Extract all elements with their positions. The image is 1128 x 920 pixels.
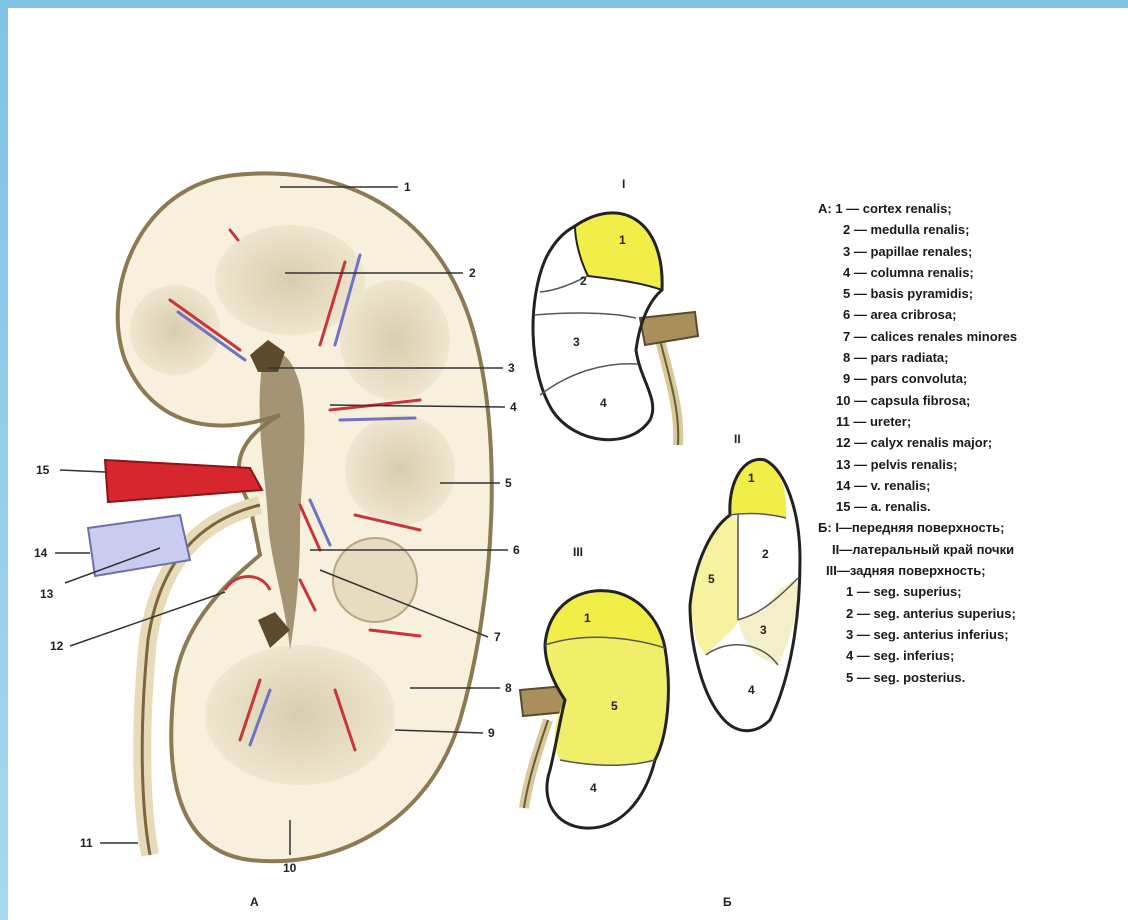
kidney-view-3: III 1 5 4	[520, 545, 668, 828]
legend-a-item: 3 — papillae renales;	[818, 241, 1128, 262]
view1-num-3: 3	[573, 335, 580, 349]
legend: A: 1 — cortex renalis; 2 — medulla renal…	[818, 198, 1128, 688]
callout-1: 1	[404, 180, 411, 194]
callout-14: 14	[34, 546, 48, 560]
view1-num-4: 4	[600, 396, 607, 410]
callout-7: 7	[494, 630, 501, 644]
view2-num-1: 1	[748, 471, 755, 485]
view-label-3: III	[573, 545, 583, 559]
legend-a-item: 7 — calices renales minores	[818, 326, 1128, 347]
kidney-view-2: II 1 2 3 4 5	[690, 432, 800, 731]
legend-a-item: 1 — cortex renalis;	[835, 201, 951, 216]
view2-seg-1	[730, 459, 786, 518]
legend-a-item: 15 — a. renalis.	[818, 496, 1128, 517]
legend-b-view: III—задняя поверхность;	[818, 560, 1128, 581]
legend-a-item: 8 — pars radiata;	[818, 347, 1128, 368]
legend-a-item: 4 — columna renalis;	[818, 262, 1128, 283]
legend-b-item: 2 — seg. anterius superius;	[818, 603, 1128, 624]
view1-hilum-vessels	[640, 312, 698, 345]
view1-seg-borders	[534, 276, 638, 395]
pyramid-right	[345, 415, 455, 525]
kidney-view-1: I 1 2 3 4	[533, 177, 698, 445]
legend-b-row-1: Б: I—передняя поверхность;	[818, 517, 1128, 538]
view2-num-2: 2	[762, 547, 769, 561]
callout-10: 10	[283, 861, 297, 875]
view-label-1: I	[622, 177, 625, 191]
callout-11: 11	[80, 836, 93, 850]
view3-num-1: 1	[584, 611, 591, 625]
callout-5: 5	[505, 476, 512, 490]
pyramid-lower	[205, 645, 395, 785]
legend-a-row-1: A: 1 — cortex renalis;	[818, 198, 1128, 219]
legend-b-view: II—латеральный край почки	[818, 539, 1128, 560]
callout-12: 12	[50, 639, 64, 653]
figure-label-a: A	[250, 895, 259, 909]
view1-num-2: 2	[580, 274, 587, 288]
legend-a-prefix: A:	[818, 201, 832, 216]
kidney-section	[88, 173, 492, 861]
callout-13: 13	[40, 587, 54, 601]
figure-label-b: Б	[723, 895, 732, 909]
view-label-2: II	[734, 432, 741, 446]
view3-num-4: 4	[590, 781, 597, 795]
view1-num-1: 1	[619, 233, 626, 247]
view2-num-3: 3	[760, 623, 767, 637]
legend-a-item: 5 — basis pyramidis;	[818, 283, 1128, 304]
view2-num-4: 4	[748, 683, 755, 697]
view2-num-5: 5	[708, 572, 715, 586]
callout-2: 2	[469, 266, 476, 280]
legend-b-item: 5 — seg. posterius.	[818, 667, 1128, 688]
legend-b-item: 4 — seg. inferius;	[818, 645, 1128, 666]
callout-6: 6	[513, 543, 520, 557]
legend-a-item: 9 — pars convoluta;	[818, 368, 1128, 389]
legend-b-prefix: Б:	[818, 520, 832, 535]
callout-8: 8	[505, 681, 512, 695]
legend-a-item: 13 — pelvis renalis;	[818, 454, 1128, 475]
callout-4: 4	[510, 400, 517, 414]
legend-a-item: 10 — capsula fibrosa;	[818, 390, 1128, 411]
legend-b-item: 1 — seg. superius;	[818, 581, 1128, 602]
view3-num-5: 5	[611, 699, 618, 713]
pyramid-left	[130, 285, 220, 375]
callout-15: 15	[36, 463, 50, 477]
legend-b-view: I—передняя поверхность;	[835, 520, 1004, 535]
legend-a-item: 12 — calyx renalis major;	[818, 432, 1128, 453]
view2-seg-3	[738, 580, 798, 665]
view1-seg-1	[575, 213, 662, 290]
pyramid-right-upper	[340, 280, 450, 400]
legend-a-item: 14 — v. renalis;	[818, 475, 1128, 496]
callout-9: 9	[488, 726, 495, 740]
callout-3: 3	[508, 361, 515, 375]
view1-ureter	[660, 340, 678, 445]
legend-a-item: 2 — medulla renalis;	[818, 219, 1128, 240]
legend-a-item: 11 — ureter;	[818, 411, 1128, 432]
legend-a-item: 6 — area cribrosa;	[818, 304, 1128, 325]
legend-b-item: 3 — seg. anterius inferius;	[818, 624, 1128, 645]
